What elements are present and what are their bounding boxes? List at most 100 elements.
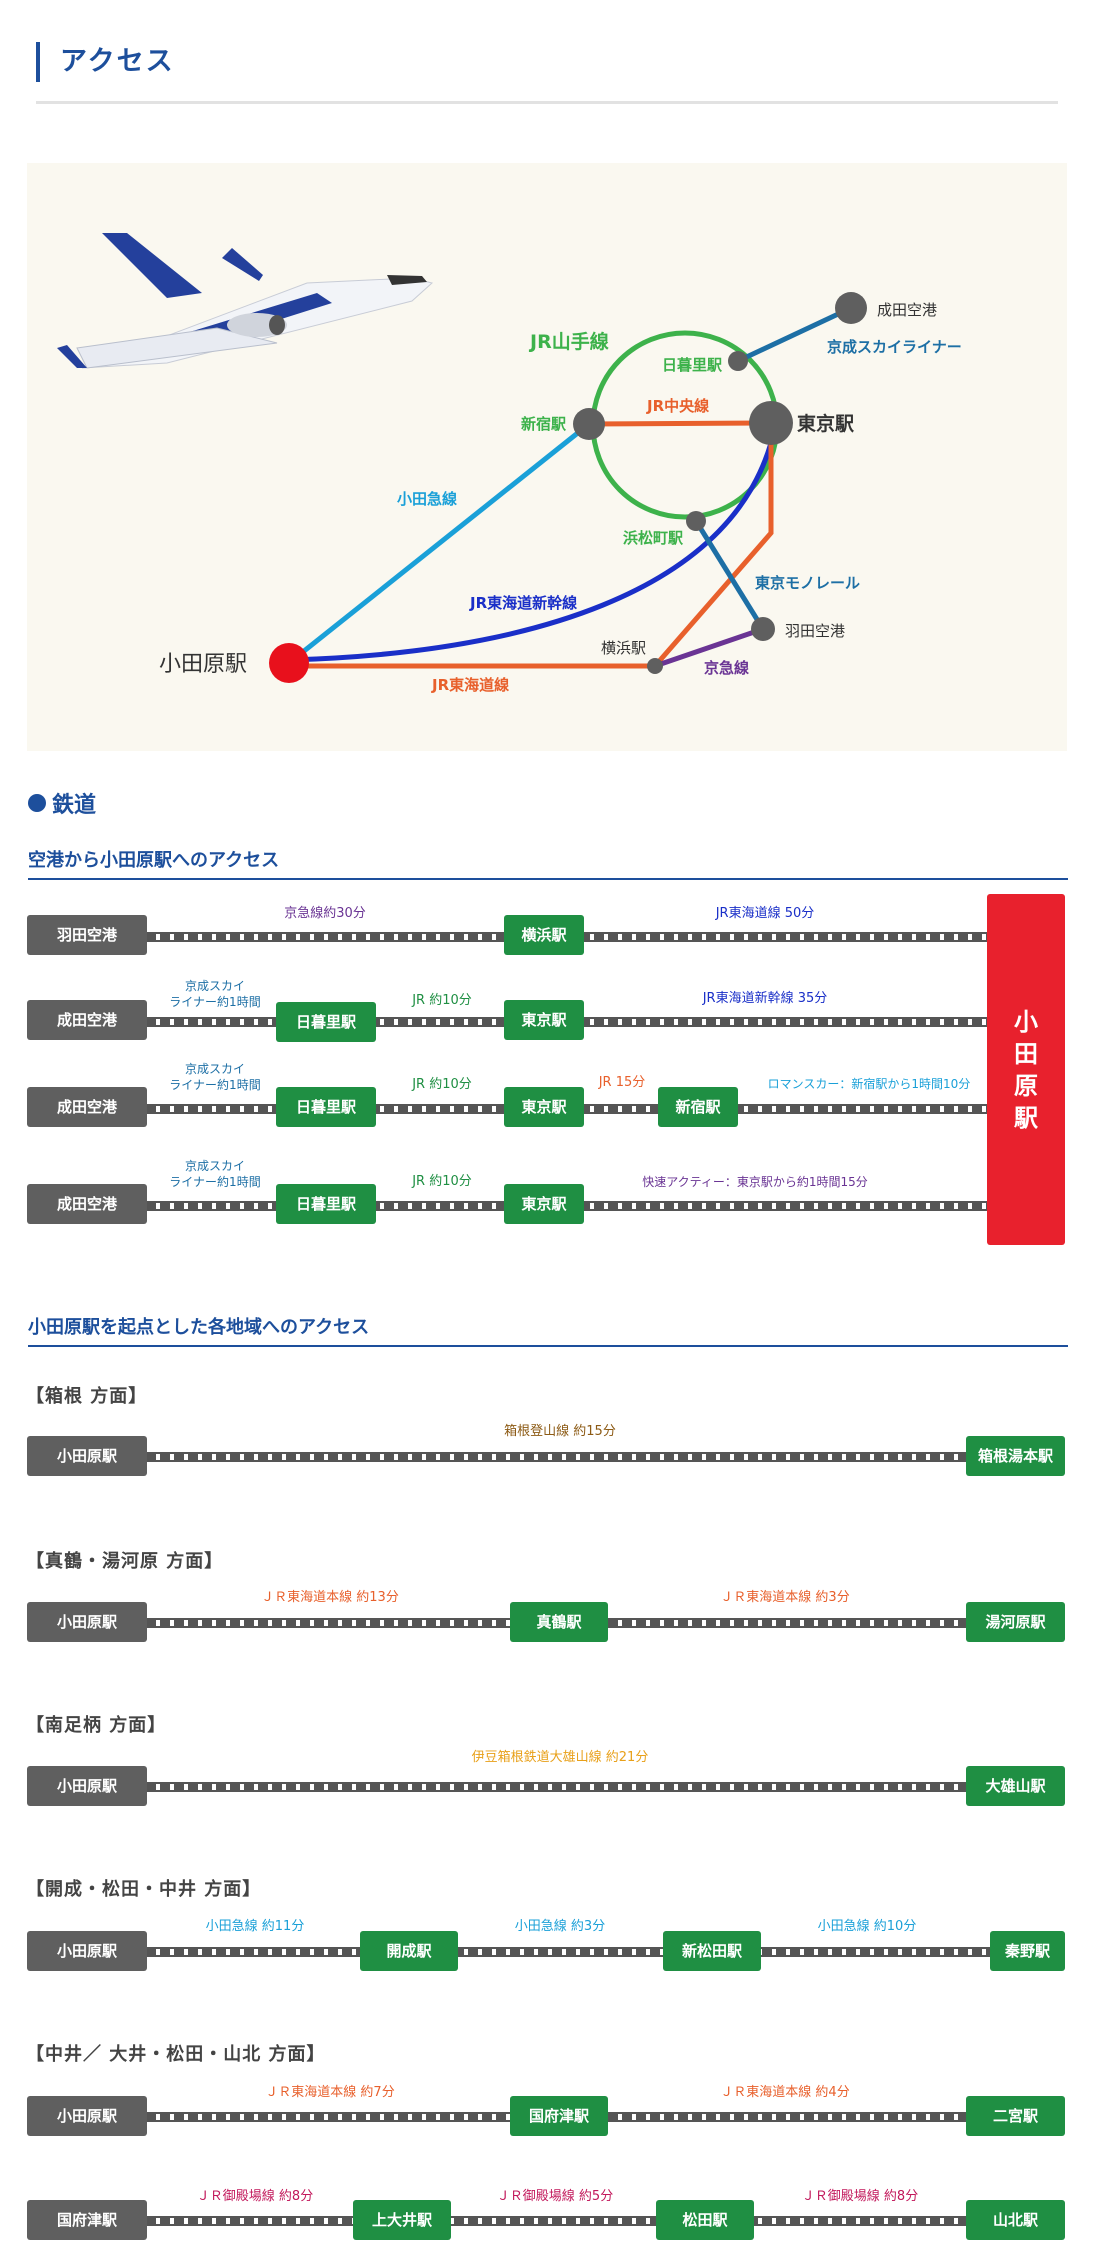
odawara-station-dot: [269, 643, 309, 683]
station-tokyo: 東京駅: [504, 1000, 584, 1040]
region-heading: 【南足柄 方面】: [26, 1715, 167, 1736]
segment-label: 京成スカイ: [184, 1159, 245, 1173]
station-narita: 成田空港: [27, 1000, 147, 1040]
region-heading: 【真鶴・湯河原 方面】: [26, 1551, 224, 1572]
station-manazuru: 真鶴駅: [510, 1602, 608, 1642]
segment-label: JR 約10分: [412, 1077, 472, 1092]
tokyo-station-dot: [749, 401, 793, 445]
hamamatsucho-label: 浜松町駅: [623, 529, 684, 547]
title-divider: [36, 101, 1058, 104]
skyliner-label: 京成スカイライナー: [827, 338, 962, 356]
segment-label: ＪＲ御殿場線 約5分: [496, 2189, 614, 2204]
station-daiyuzan: 大雄山駅: [966, 1766, 1065, 1806]
shinjuku-label: 新宿駅: [521, 415, 567, 433]
segment-label: JR東海道新幹線 35分: [702, 991, 828, 1006]
segment-label: JR東海道線 50分: [715, 906, 815, 921]
station-odawara: 小田原駅: [27, 1766, 147, 1806]
station-odawara: 小田原駅: [27, 1602, 147, 1642]
yokohama-station-dot: [647, 658, 663, 674]
station-odawara: 小田原駅: [27, 1436, 147, 1476]
route-track: [146, 2216, 968, 2226]
station-ninomiya: 二宮駅: [966, 2096, 1065, 2136]
station-odawara: 小田原駅: [27, 2096, 147, 2136]
segment-label: ＪＲ東海道本線 約4分: [720, 2085, 850, 2100]
station-yamakita: 山北駅: [966, 2200, 1065, 2240]
chuo-line: [588, 420, 772, 427]
station-narita: 成田空港: [27, 1087, 147, 1127]
segment-label: ライナー約1時間: [169, 1078, 261, 1092]
route-track: [146, 1782, 968, 1792]
segment-label: 箱根登山線 約15分: [504, 1424, 616, 1439]
station-tokyo: 東京駅: [504, 1087, 584, 1127]
route-track: [146, 1947, 992, 1957]
segment-label: ＪＲ御殿場線 約8分: [196, 2189, 314, 2204]
monorail-label: 東京モノレール: [755, 574, 860, 592]
odawara-destination: 小 田 原 駅: [987, 894, 1065, 1245]
region-heading: 【箱根 方面】: [26, 1386, 148, 1407]
station-kami-oi: 上大井駅: [353, 2200, 451, 2240]
bullet-icon: [28, 794, 46, 812]
segment-label: ライナー約1時間: [169, 995, 261, 1009]
odakyu-line: [287, 422, 591, 665]
segment-label: 京成スカイ: [184, 979, 245, 993]
yamanote-label: JR山手線: [528, 330, 609, 353]
station-odawara: 小田原駅: [27, 1931, 147, 1971]
segment-label: ＪＲ東海道本線 約7分: [265, 2085, 395, 2100]
segment-label: ＪＲ御殿場線 約8分: [801, 2189, 919, 2204]
station-matsuda: 松田駅: [656, 2200, 754, 2240]
odakyu-label: 小田急線: [397, 490, 457, 508]
station-kaisei: 開成駅: [360, 1931, 458, 1971]
segment-label: 京急線約30分: [284, 906, 366, 921]
tokaido-line: [289, 428, 774, 669]
station-kozu: 国府津駅: [510, 2096, 608, 2136]
airport-access-heading: 空港から小田原駅へのアクセス: [28, 846, 1068, 880]
region-access-heading: 小田原駅を起点とした各地域へのアクセス: [28, 1313, 1068, 1347]
station-narita: 成田空港: [27, 1184, 147, 1224]
segment-label: 小田急線 約10分: [817, 1919, 917, 1934]
shinkansen-line: [288, 442, 774, 663]
keikyu-line: [654, 626, 764, 669]
yokohama-label: 横浜駅: [601, 639, 646, 657]
hamamatsucho-station-dot: [686, 511, 706, 531]
station-hakone-yumoto: 箱根湯本駅: [966, 1436, 1065, 1476]
station-shin-matsuda: 新松田駅: [663, 1931, 761, 1971]
station-hadano: 秦野駅: [990, 1931, 1065, 1971]
station-tokyo: 東京駅: [504, 1184, 584, 1224]
segment-label: ロマンスカー：新宿駅から1時間10分: [767, 1077, 971, 1091]
haneda-label: 羽田空港: [785, 622, 845, 640]
shinjuku-station-dot: [573, 408, 605, 440]
segment-label: 伊豆箱根鉄道大雄山線 約21分: [471, 1750, 649, 1765]
haneda-station-dot: [751, 617, 775, 641]
station-nippori: 日暮里駅: [276, 1087, 376, 1127]
station-yokohama: 横浜駅: [504, 915, 584, 955]
monorail-line: [693, 519, 766, 631]
region-heading: 【開成・松田・中井 方面】: [26, 1879, 262, 1900]
station-yugawara: 湯河原駅: [966, 1602, 1065, 1642]
segment-label: 快速アクティー：東京駅から約1時間15分: [642, 1175, 868, 1189]
station-nippori: 日暮里駅: [276, 1184, 376, 1224]
chuo-label: JR中央線: [646, 397, 709, 415]
station-kozu: 国府津駅: [27, 2200, 147, 2240]
narita-label: 成田空港: [877, 301, 937, 319]
segment-label: ＪＲ東海道本線 約3分: [720, 1590, 850, 1605]
station-nippori: 日暮里駅: [276, 1002, 376, 1042]
segment-label: JR 約10分: [412, 1174, 472, 1189]
segment-label: ＪＲ東海道本線 約13分: [261, 1590, 399, 1605]
route-track: [146, 1452, 968, 1462]
airplane-illustration: [57, 233, 434, 369]
rail-heading: 鉄道: [28, 787, 96, 819]
page-title: アクセス: [36, 42, 175, 82]
access-map: 成田空港 京成スカイライナー JR山手線 日暮里駅 JR中央線 新宿駅 東京駅 …: [27, 163, 1067, 751]
shinkansen-label: JR東海道新幹線: [469, 594, 577, 612]
segment-label: 小田急線 約11分: [205, 1919, 305, 1934]
odawara-label: 小田原駅: [159, 652, 247, 677]
segment-label: 京成スカイ: [184, 1062, 245, 1076]
nippori-station-dot: [728, 351, 748, 371]
narita-station-dot: [835, 292, 867, 324]
station-shinjuku: 新宿駅: [658, 1087, 738, 1127]
segment-label: ライナー約1時間: [169, 1175, 261, 1189]
route-map-svg: 成田空港 京成スカイライナー JR山手線 日暮里駅 JR中央線 新宿駅 東京駅 …: [57, 233, 962, 694]
region-heading: 【中井／ 大井・松田・山北 方面】: [26, 2044, 326, 2065]
segment-label: JR 15分: [598, 1075, 646, 1090]
skyliner-line: [736, 305, 853, 364]
